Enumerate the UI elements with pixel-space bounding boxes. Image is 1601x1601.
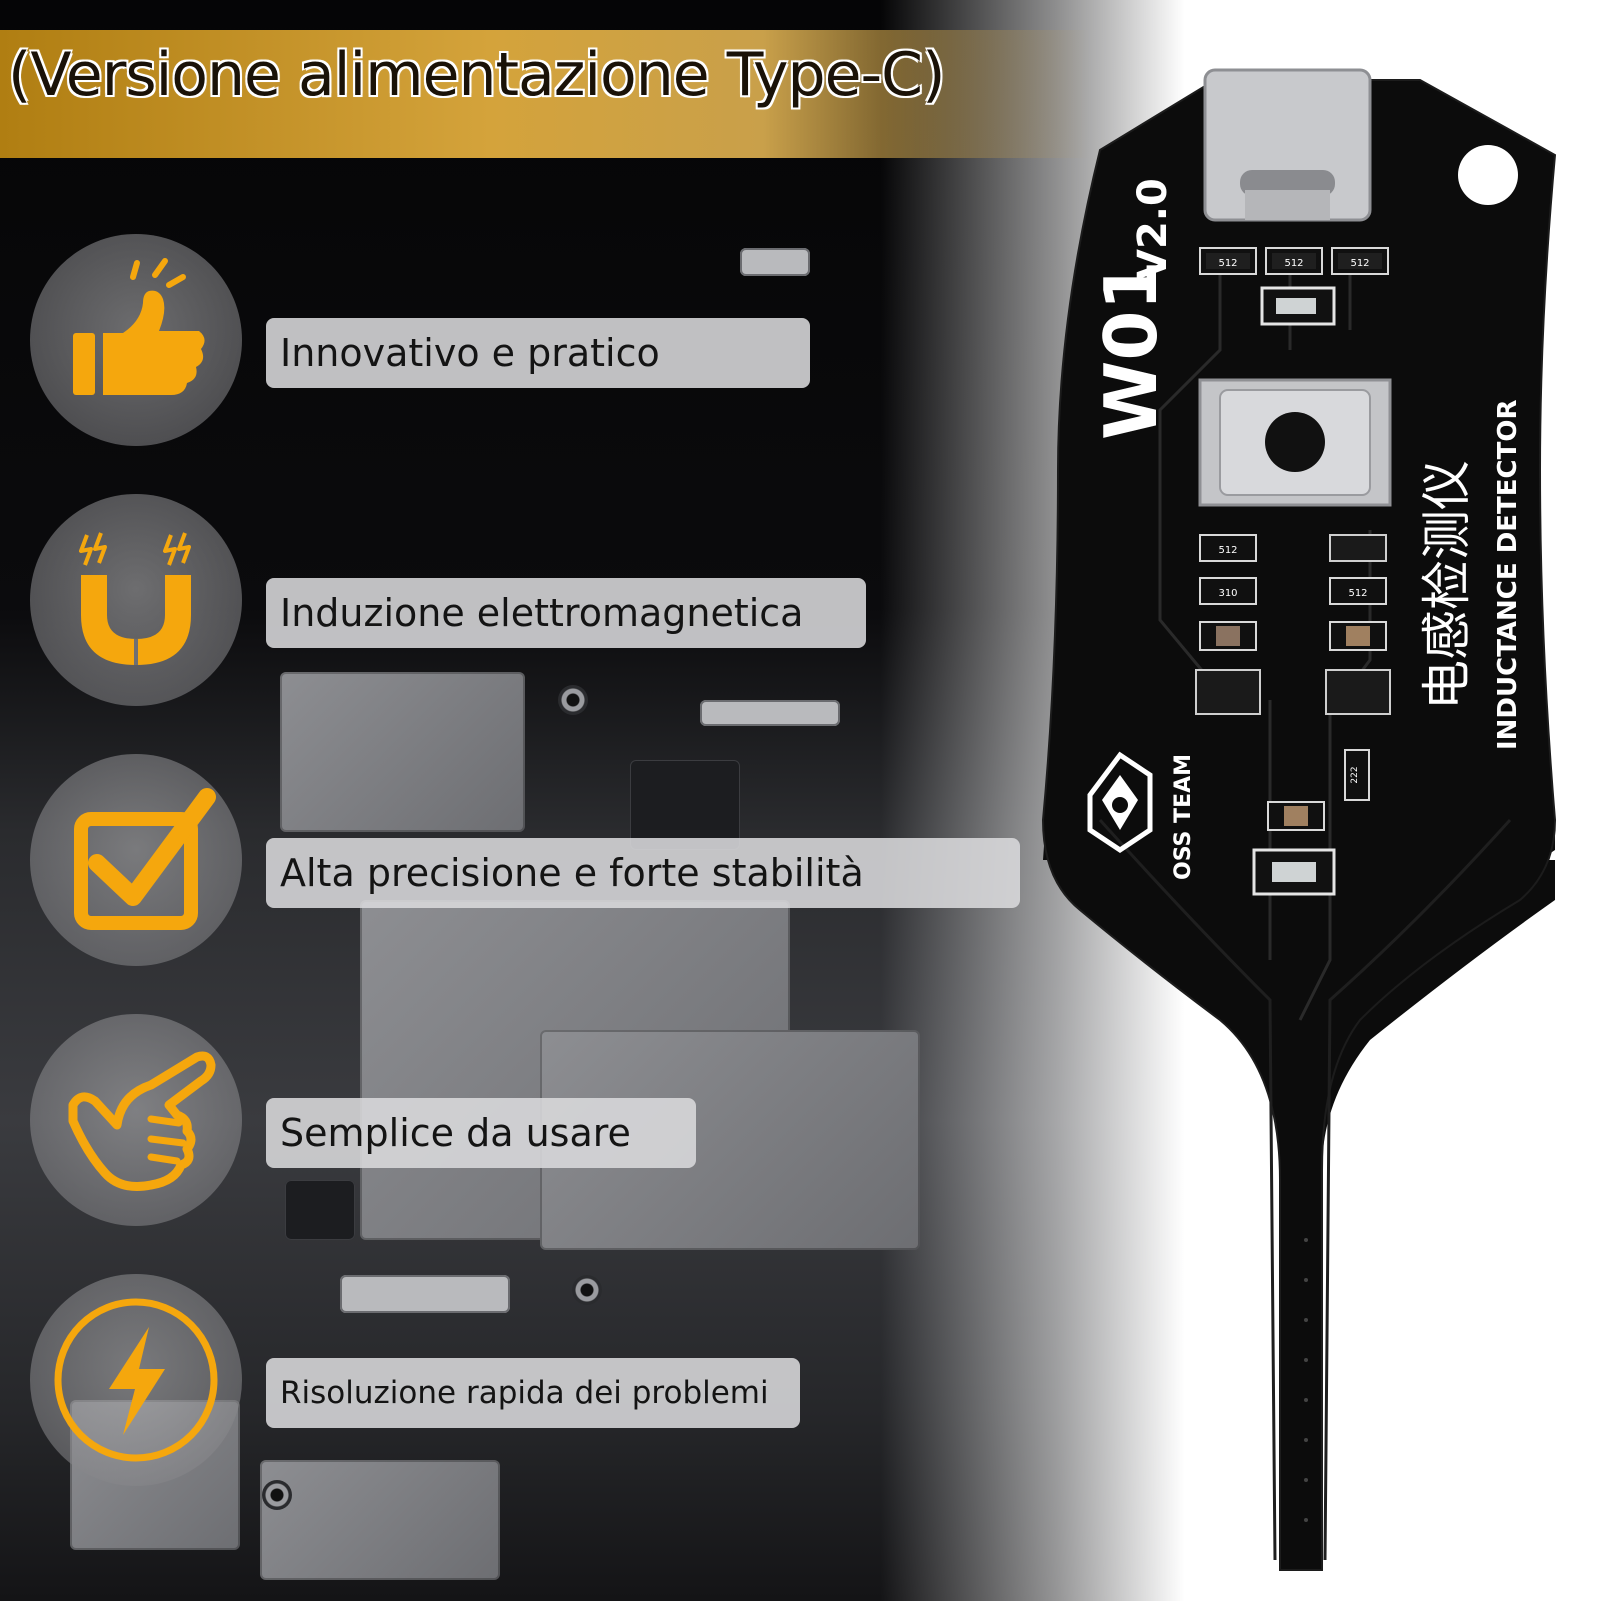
smd-resistor: 512 [1331, 247, 1389, 275]
board-shield [280, 672, 525, 832]
probe-tip [1304, 1238, 1308, 1522]
feature-label: Risoluzione rapida dei problemi [266, 1358, 800, 1428]
board-connector [340, 1275, 510, 1313]
svg-text:INDUCTANCE DETECTOR: INDUCTANCE DETECTOR [1493, 400, 1523, 750]
svg-text:W01: W01 [1089, 260, 1173, 440]
feature-icon-circle [30, 1274, 242, 1486]
board-screw [558, 685, 588, 715]
svg-text:512: 512 [1218, 545, 1237, 556]
feature-icon-circle [30, 234, 242, 446]
hand-pointer-icon [68, 1051, 216, 1191]
svg-text:512: 512 [1348, 588, 1367, 599]
feature-icon-circle [30, 754, 242, 966]
feature-label: Induzione elettromagnetica [266, 578, 866, 648]
svg-text:OSS TEAM: OSS TEAM [1171, 754, 1196, 880]
smd-resistor: 512 [1265, 247, 1323, 275]
header-banner [0, 30, 1090, 158]
board-shield [260, 1460, 500, 1580]
oss-team-logo [1087, 751, 1153, 854]
feature-label: Innovativo e pratico [266, 318, 810, 388]
feature-label: Alta precisione e forte stabilità [266, 838, 1020, 908]
board-connector [700, 700, 840, 726]
board-chip [630, 760, 740, 850]
lightning-circle-icon [54, 1298, 218, 1462]
inductance-detector-pcb: 512 512 512 512 [1040, 60, 1600, 1580]
svg-text:V2.0: V2.0 [1130, 178, 1176, 280]
smd-resistor: 512 [1199, 247, 1257, 275]
tactile-button [1198, 378, 1392, 507]
pcb-drawing: 512 512 512 512 [1041, 68, 1557, 1571]
svg-text:电感检测仪: 电感检测仪 [1418, 460, 1476, 710]
feature-label: Semplice da usare [266, 1098, 696, 1168]
svg-text:512: 512 [1218, 258, 1237, 269]
feature-icon-circle [30, 494, 242, 706]
board-screw [262, 1480, 292, 1510]
svg-text:512: 512 [1284, 258, 1303, 269]
svg-text:222: 222 [1350, 766, 1360, 783]
svg-text:512: 512 [1350, 258, 1369, 269]
board-screw [572, 1275, 602, 1305]
thumbs-up-icon [73, 258, 205, 395]
feature-icon-circle [30, 1014, 242, 1226]
board-connector [740, 248, 810, 276]
checkbox-check-icon [74, 788, 216, 930]
svg-text:310: 310 [1218, 588, 1237, 599]
board-chip [285, 1180, 355, 1240]
magnet-icon [79, 532, 191, 665]
banner-title: (Versione alimentazione Type-C) [8, 40, 945, 110]
